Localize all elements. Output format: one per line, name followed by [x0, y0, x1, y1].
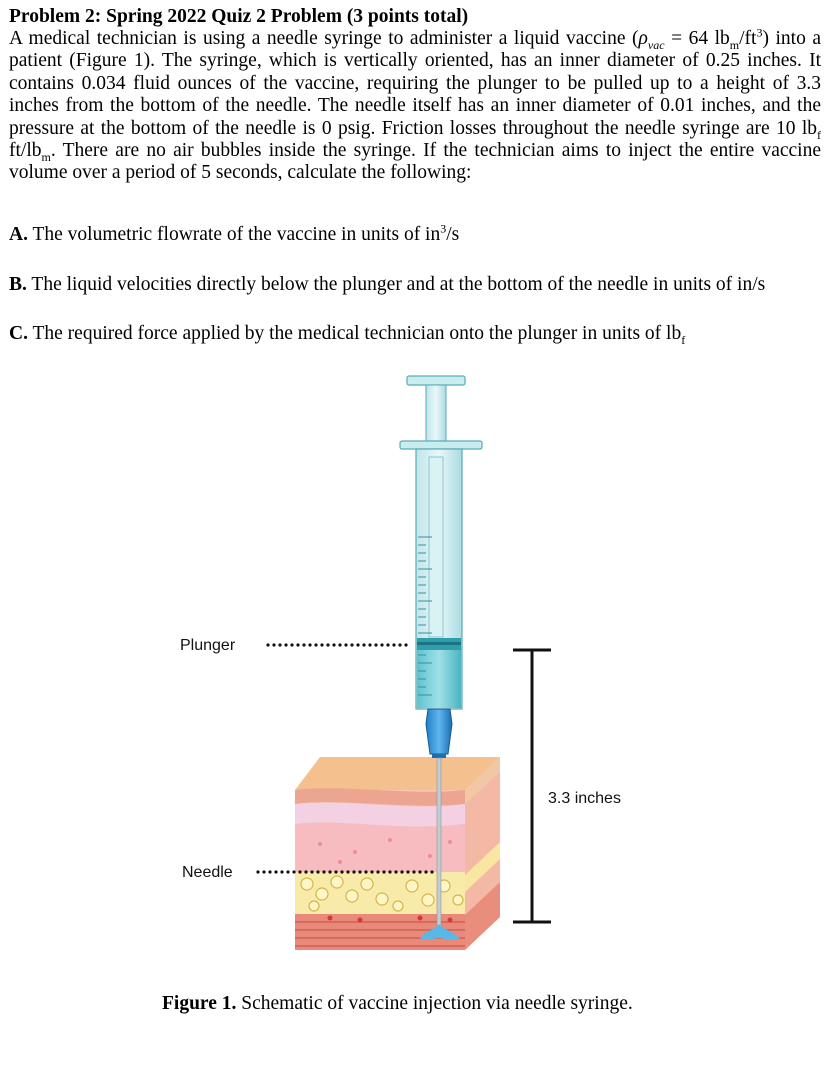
needle-hub	[425, 708, 453, 758]
question-a-text: The volumetric flowrate of the vaccine i…	[27, 224, 441, 245]
friction-unit-mid: ft/lb	[9, 140, 42, 162]
question-c-letter: C.	[9, 323, 28, 344]
rho-symbol: ρ	[638, 28, 648, 49]
needle-label: Needle	[182, 864, 233, 881]
question-a: A. The volumetric flowrate of the vaccin…	[9, 221, 460, 246]
problem-statement: A medical technician is using a needle s…	[9, 25, 821, 185]
skin-tissue	[295, 757, 500, 950]
friction-unit-sub: f	[817, 127, 821, 142]
problem-title: Problem 2: Spring 2022 Quiz 2 Problem (3…	[9, 6, 469, 27]
question-b-text: The liquid velocities directly below the…	[26, 274, 766, 295]
plunger-leader	[266, 643, 408, 647]
question-b-letter: B.	[9, 274, 27, 295]
question-a-sup: 3	[440, 221, 447, 236]
rho-unit-sup: 3	[756, 25, 763, 40]
syringe-figure: Plunger Needle 3.3 inches	[180, 375, 621, 950]
friction-unit-sub2: m	[41, 149, 51, 164]
statement-part: . There are no air bubbles inside the sy…	[9, 140, 821, 184]
caption-bold: Figure 1.	[162, 993, 237, 1014]
needle-leader	[256, 870, 434, 874]
height-label: 3.3 inches	[548, 790, 621, 807]
height-bracket	[513, 648, 551, 924]
question-a-letter: A.	[9, 224, 28, 245]
rho-unit-sub: m	[729, 37, 740, 52]
question-a-tail: /s	[446, 224, 460, 245]
caption-text: Schematic of vaccine injection via needl…	[236, 993, 633, 1014]
statement-part: ) into a patient (Figure 1). The syringe…	[9, 28, 821, 139]
rho-value: = 64 lb	[664, 28, 730, 49]
plunger-rod	[406, 375, 466, 458]
question-c-text: The required force applied by the medica…	[27, 323, 682, 344]
statement-part: A medical technician is using a needle s…	[9, 28, 639, 49]
plunger-label: Plunger	[180, 637, 236, 654]
question-c-sub: f	[681, 332, 686, 347]
question-b: B. The liquid velocities directly below …	[9, 274, 765, 296]
needle	[420, 757, 460, 940]
rho-unit-mid: /ft	[739, 28, 757, 49]
document-page: Problem 2: Spring 2022 Quiz 2 Problem (3…	[9, 6, 821, 346]
syringe-barrel	[399, 440, 483, 710]
question-c: C. The required force applied by the med…	[9, 323, 686, 347]
figure-caption: Figure 1. Schematic of vaccine injection…	[162, 993, 633, 1015]
rho-subscript: vac	[647, 37, 665, 52]
